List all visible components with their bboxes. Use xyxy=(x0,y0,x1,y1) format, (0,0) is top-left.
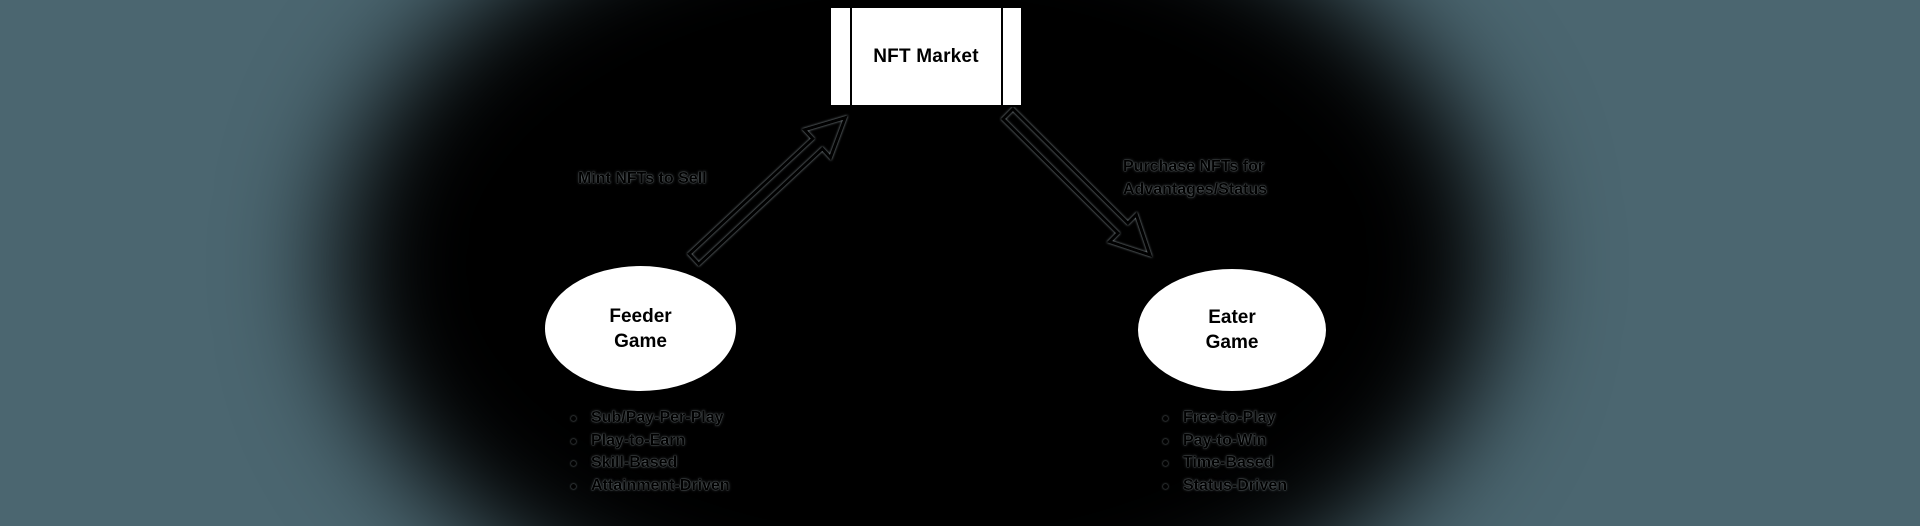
trait-list-item: Pay-to-Win xyxy=(1157,430,1287,453)
process-bar-right-icon xyxy=(1001,8,1003,105)
bullet-icon xyxy=(571,416,576,421)
eater-game-label-line2: Game xyxy=(1205,332,1259,353)
trait-list-item: Time-Based xyxy=(1157,452,1287,475)
bullet-icon xyxy=(1163,461,1168,466)
trait-list-item-label: Play-to-Earn xyxy=(591,431,686,449)
bullet-icon xyxy=(571,483,576,489)
trait-list-item-label: Attainment-Driven xyxy=(591,476,730,494)
trait-list-item: Status-Driven xyxy=(1157,475,1287,498)
trait-list-item-label: Skill-Based xyxy=(591,454,678,471)
feeder-game-label-line2: Game xyxy=(614,330,667,352)
trait-list-item-label: Free-to-Play xyxy=(1183,409,1276,426)
node-feeder-game: Feeder Game xyxy=(543,264,738,393)
purchase-edge-label: Purchase NFTs for Advantages/Status xyxy=(1123,155,1267,201)
trait-list-item-label: Pay-to-Win xyxy=(1183,431,1267,449)
trait-list-item: Skill-Based xyxy=(565,452,730,475)
trait-list-item: Play-to-Earn xyxy=(565,430,730,453)
node-nft-market: NFT Market xyxy=(829,6,1023,107)
process-bar-left-icon xyxy=(850,8,852,105)
purchase-edge-label-line1: Purchase NFTs for xyxy=(1123,158,1265,175)
trait-list-item-label: Sub/Pay-Per-Play xyxy=(591,409,724,426)
bullet-icon xyxy=(571,438,576,444)
bullet-icon xyxy=(1163,438,1168,444)
bullet-icon xyxy=(1163,416,1168,421)
trait-list-item: Attainment-Driven xyxy=(565,475,730,498)
purchase-edge-label-line2: Advantages/Status xyxy=(1123,181,1268,198)
bullet-icon xyxy=(571,461,576,466)
trait-list-item: Free-to-Play xyxy=(1157,407,1287,430)
trait-list-item-label: Time-Based xyxy=(1183,454,1274,471)
trait-list-item-label: Status-Driven xyxy=(1183,476,1288,494)
nft-market-label: NFT Market xyxy=(873,45,979,67)
bullet-icon xyxy=(1163,483,1168,489)
trait-list-item: Sub/Pay-Per-Play xyxy=(565,407,730,430)
node-eater-game: Eater Game xyxy=(1136,267,1328,393)
eater-game-label-line1: Eater xyxy=(1208,307,1256,328)
mint-edge-label: Mint NFTs to Sell xyxy=(578,170,707,187)
feeder-game-label-line1: Feeder xyxy=(609,305,672,327)
